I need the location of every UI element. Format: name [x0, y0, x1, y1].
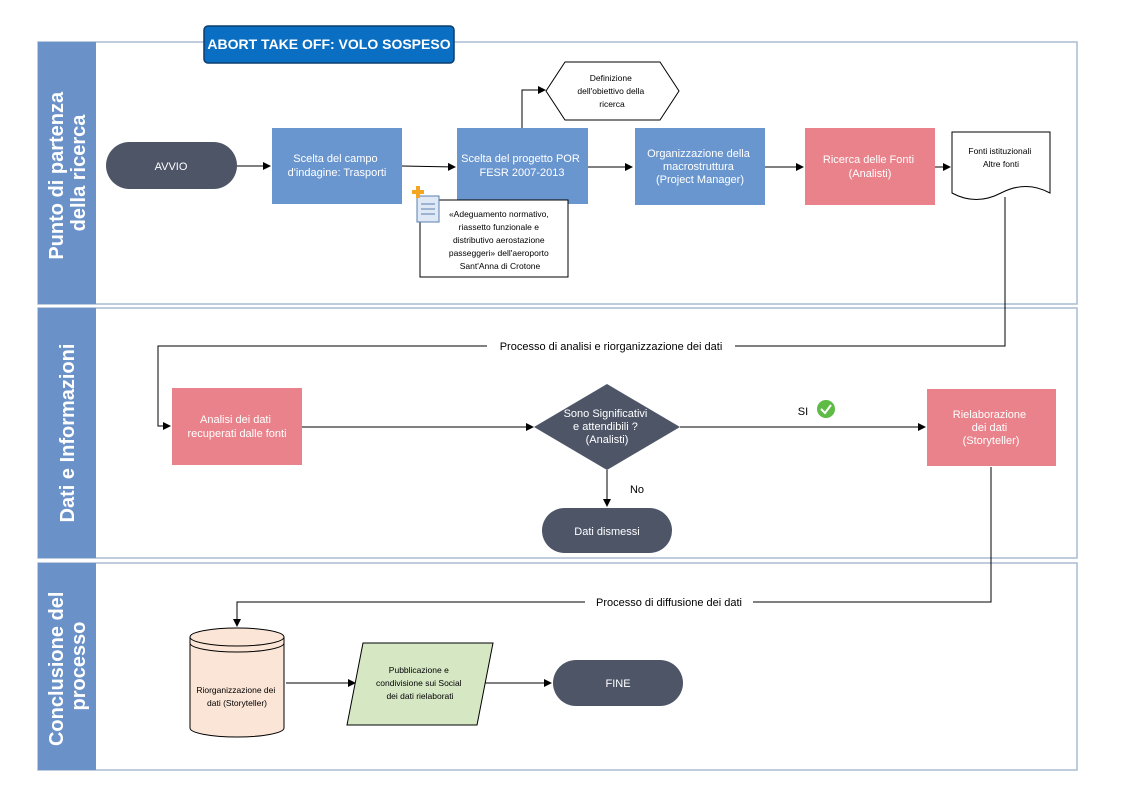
node-ricerca-fonti: Ricerca delle Fonti (Analisti) — [805, 128, 935, 205]
svg-text:Conclusione del processo: Conclusione del processo — [46, 586, 90, 746]
svg-text:Definizione dell'obietti: Definizione dell'obiettivo della ricerca — [577, 73, 646, 109]
svg-text:Dati dismessi: Dati dismessi — [574, 526, 639, 538]
node-scelta-progetto: Scelta del progetto POR FESR 2007-2013 — [457, 128, 588, 204]
svg-text:Processo di diffusione dei dat: Processo di diffusione dei dati — [596, 597, 742, 609]
lane-3-label-line2: processo — [68, 622, 90, 711]
node-dati-dismessi: Dati dismessi — [542, 508, 672, 553]
svg-text:Fonti istituzionali Altr: Fonti istituzionali Altre fonti — [968, 146, 1033, 169]
svg-text:Riorganizzazione dei dat: Riorganizzazione dei dati (Storyteller) — [196, 685, 277, 708]
node-analisi: Analisi dei dati recuperati dalle fonti — [172, 388, 302, 465]
node-avvio: AVVIO — [106, 142, 237, 189]
node-fine: FINE — [553, 660, 683, 706]
svg-text:AVVIO: AVVIO — [155, 161, 188, 173]
node-obiettivo: Definizione dell'obiettivo della ricerca — [545, 61, 680, 121]
svg-text:Rielaborazione dei dati: Rielaborazione dei dati (Storyteller) — [953, 409, 1029, 447]
node-rielaborazione: Rielaborazione dei dati (Storyteller) — [927, 389, 1056, 466]
edge-campo-progetto — [401, 162, 456, 171]
svg-text:Scelta del progetto POR: Scelta del progetto POR FESR 2007-2013 — [461, 153, 583, 179]
node-note: «Adeguamento normativo, riassetto funzio… — [419, 199, 569, 278]
node-fonti-documento: Fonti istituzionali Altre fonti — [951, 131, 1051, 200]
svg-text:«Adeguamento normativo,: «Adeguamento normativo, riassetto funzio… — [449, 209, 551, 271]
edge-label-processo-diffusione: Processo di diffusione dei dati — [585, 594, 753, 609]
svg-text:Sono Significativi e att: Sono Significativi e attendibili ? (Anal… — [564, 408, 651, 446]
svg-text:Pubblicazione e condivis: Pubblicazione e condivisione sui Social … — [376, 665, 464, 701]
lane-1-header — [38, 42, 96, 304]
lane-1-label-line2: della ricerca — [68, 114, 90, 232]
note-icon — [412, 186, 440, 223]
lane-2-header — [38, 308, 96, 558]
title-box: ABORT TAKE OFF: VOLO SOSPESO — [203, 25, 455, 64]
svg-text:FINE: FINE — [605, 678, 630, 690]
svg-text:Ricerca delle Fonti (Ana: Ricerca delle Fonti (Analisti) — [823, 154, 917, 180]
node-pubblicazione: Pubblicazione e condivisione sui Social … — [346, 642, 494, 726]
edge-label-si: SI — [798, 406, 808, 418]
node-riorganizzazione-database: Riorganizzazione dei dati (Storyteller) — [189, 627, 285, 738]
lane-1-label-line1: Punto di partenza — [46, 91, 68, 260]
svg-text:Analisi dei dati recuper: Analisi dei dati recuperati dalle fonti — [187, 414, 286, 440]
svg-text:Punto di partenza della: Punto di partenza della ricerca — [46, 86, 90, 259]
node-scelta-campo: Scelta del campo d'indagine: Trasporti — [272, 128, 402, 204]
svg-text:Organizzazione della mac: Organizzazione della macrostruttura (Pro… — [647, 148, 753, 186]
lane-2-label-line1: Dati e Informazioni — [57, 344, 79, 523]
svg-text:Scelta del campo d'indag: Scelta del campo d'indagine: Trasporti — [288, 153, 387, 179]
lane-3-label-line1: Conclusione del — [46, 592, 68, 746]
edge-fonti-analisi — [157, 197, 1006, 430]
edge-label-processo-analisi: Processo di analisi e riorganizzazione d… — [487, 338, 735, 353]
svg-text:Processo di analisi e riorgani: Processo di analisi e riorganizzazione d… — [500, 341, 723, 353]
edge-label-no: No — [630, 484, 644, 496]
node-organizzazione: Organizzazione della macrostruttura (Pro… — [635, 128, 765, 205]
edge-progetto-obiettivo — [521, 86, 546, 128]
check-icon — [817, 400, 835, 418]
node-decisione: Sono Significativi e attendibili ? (Anal… — [534, 384, 680, 470]
diagram-title: ABORT TAKE OFF: VOLO SOSPESO — [207, 36, 450, 52]
lane-3-header — [38, 563, 96, 770]
connectors — [157, 86, 1006, 687]
svg-text:Dati e Informazioni: Dati e Informazioni — [57, 344, 79, 523]
